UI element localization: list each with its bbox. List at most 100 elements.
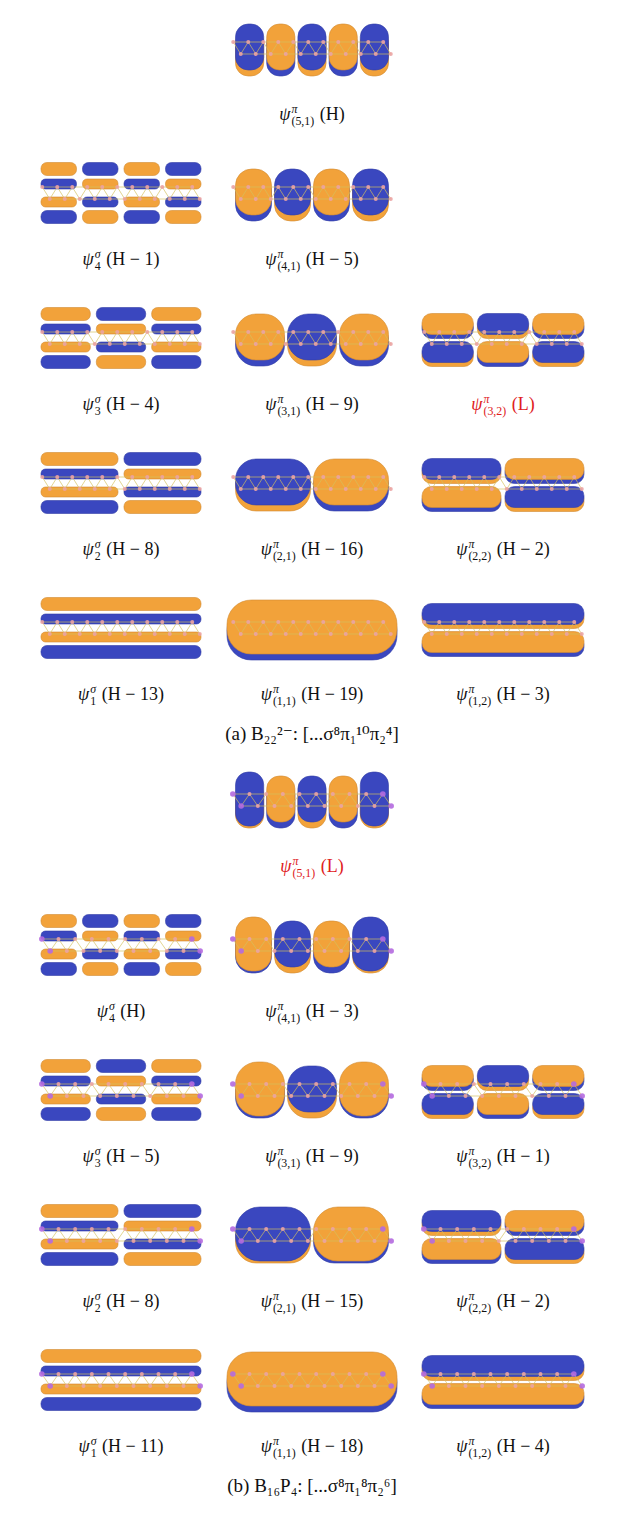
bond: [323, 622, 338, 623]
atom: [339, 1094, 343, 1098]
bond: [177, 477, 185, 489]
orbital-lobe: [298, 24, 326, 70]
atom: [539, 1372, 543, 1376]
atom: [348, 792, 352, 796]
bond: [316, 477, 324, 489]
bond: [301, 187, 309, 199]
atom: [323, 949, 327, 953]
bond: [248, 42, 263, 43]
atom: [246, 620, 250, 624]
bond: [192, 622, 200, 634]
bond: [346, 42, 354, 54]
bond: [499, 622, 507, 634]
orbital-lobe: [533, 1094, 584, 1115]
atom: [145, 330, 149, 334]
atom: [165, 1384, 169, 1388]
atom: [464, 1239, 468, 1243]
bond: [132, 477, 147, 478]
bond: [529, 332, 537, 344]
bond: [170, 187, 178, 199]
atom: [527, 620, 531, 624]
atom: [231, 40, 235, 44]
bond: [549, 1096, 566, 1097]
bond: [361, 622, 369, 634]
bond: [67, 1241, 84, 1242]
bond: [447, 477, 455, 489]
orbital-lobe: [41, 915, 77, 928]
atom: [175, 475, 179, 479]
bond: [537, 344, 552, 345]
atom: [148, 1384, 152, 1388]
orbital-lobe: [83, 179, 119, 189]
atom: [336, 620, 340, 624]
bond: [469, 477, 484, 478]
bond: [84, 1096, 101, 1097]
atom: [198, 487, 202, 491]
bond: [516, 1096, 533, 1097]
atom: [55, 475, 59, 479]
atom: [40, 475, 44, 479]
atom: [284, 52, 288, 56]
atom: [480, 1239, 484, 1243]
atom: [306, 804, 310, 808]
bond: [532, 1096, 549, 1097]
bond: [383, 42, 391, 54]
bond: [331, 477, 339, 489]
orbital-isosurface: [230, 917, 394, 973]
bond: [507, 489, 522, 490]
bond: [125, 332, 133, 344]
orbital-isosurface: [231, 169, 393, 221]
bond: [331, 187, 339, 199]
orbital-lobe: [422, 1384, 584, 1405]
bond: [300, 1084, 317, 1085]
bond: [482, 1386, 499, 1387]
bond: [424, 477, 439, 478]
atom: [90, 1372, 94, 1376]
atom: [138, 197, 142, 201]
bond: [301, 199, 316, 200]
bond: [100, 1096, 117, 1097]
bond: [466, 1374, 474, 1386]
bond: [283, 1084, 291, 1096]
bond: [482, 1374, 490, 1386]
bond: [42, 332, 50, 344]
bond: [110, 622, 118, 634]
bond: [499, 1229, 507, 1241]
atom: [437, 475, 441, 479]
orbital-lobe: [340, 1062, 389, 1116]
bond: [175, 939, 183, 951]
atom: [339, 1239, 343, 1243]
bond: [346, 332, 354, 344]
atom: [351, 475, 355, 479]
bond: [102, 187, 110, 199]
atom: [261, 40, 265, 44]
bond: [507, 477, 515, 489]
bond: [167, 1084, 175, 1096]
bond: [567, 332, 575, 344]
orbital-lobe: [96, 1076, 145, 1086]
orbital-lobe: [41, 1384, 201, 1394]
bond: [125, 634, 140, 635]
bond: [361, 54, 376, 55]
bond: [167, 1096, 184, 1097]
bond: [140, 489, 155, 490]
bond: [301, 634, 316, 635]
bond: [241, 489, 256, 490]
bond: [492, 477, 500, 489]
bond: [557, 1084, 565, 1096]
bond: [110, 332, 118, 344]
bond: [241, 622, 249, 634]
orbital-label: ψπ(5,1) (L): [280, 854, 343, 880]
orbital-lobe: [166, 915, 202, 928]
bond: [80, 634, 95, 635]
atom: [366, 620, 370, 624]
orbital-lobe: [41, 614, 201, 624]
bond: [132, 187, 140, 199]
orbital-isosurface: [422, 459, 584, 512]
orbital-lobe: [236, 314, 285, 360]
bond: [323, 187, 338, 188]
bond: [140, 332, 148, 344]
atom: [512, 475, 516, 479]
atom: [115, 185, 119, 189]
